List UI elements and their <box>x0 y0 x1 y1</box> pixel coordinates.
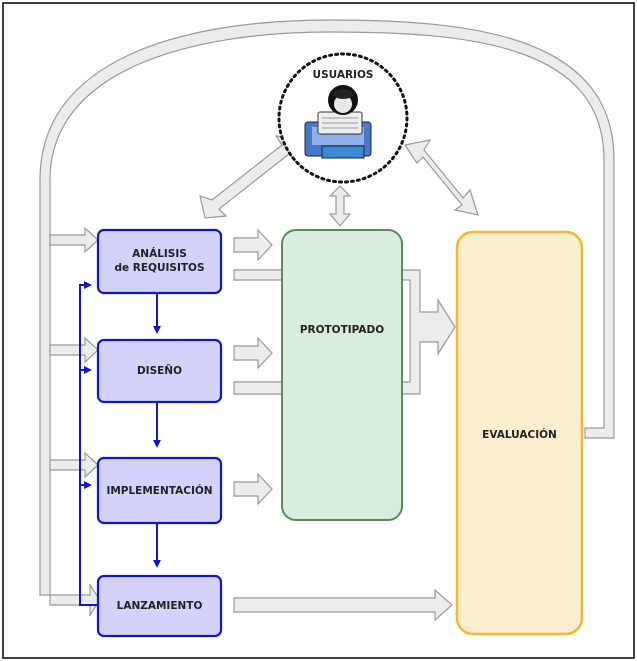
left-branch-arrows <box>49 226 99 479</box>
stage-to-prototype-arrows <box>233 228 273 506</box>
to-evaluation-arrows <box>233 269 456 622</box>
prototyping-box <box>281 229 403 521</box>
stage-boxes <box>96 228 223 638</box>
stage-flow-lines <box>79 281 161 606</box>
person-at-computer-icon <box>304 85 372 159</box>
users-label: USUARIOS <box>312 69 374 81</box>
stage-box-launch <box>96 574 223 638</box>
stage-box-analysis <box>96 228 223 295</box>
prototyping-label: PROTOTIPADO <box>299 324 385 336</box>
evaluation-box <box>455 230 584 636</box>
stage-label-launch: LANZAMIENTO <box>116 600 203 612</box>
stage-label-analysis: ANÁLISIS de REQUISITOS <box>114 248 205 274</box>
feedback-loop-arrow <box>39 19 615 617</box>
stage-label-implementation: IMPLEMENTACIÓN <box>106 485 213 497</box>
stage-label-design: DISEÑO <box>136 365 183 377</box>
stage-box-design <box>96 338 223 404</box>
evaluation-label: EVALUACIÓN <box>482 429 557 441</box>
stage-box-implementation <box>96 456 223 525</box>
